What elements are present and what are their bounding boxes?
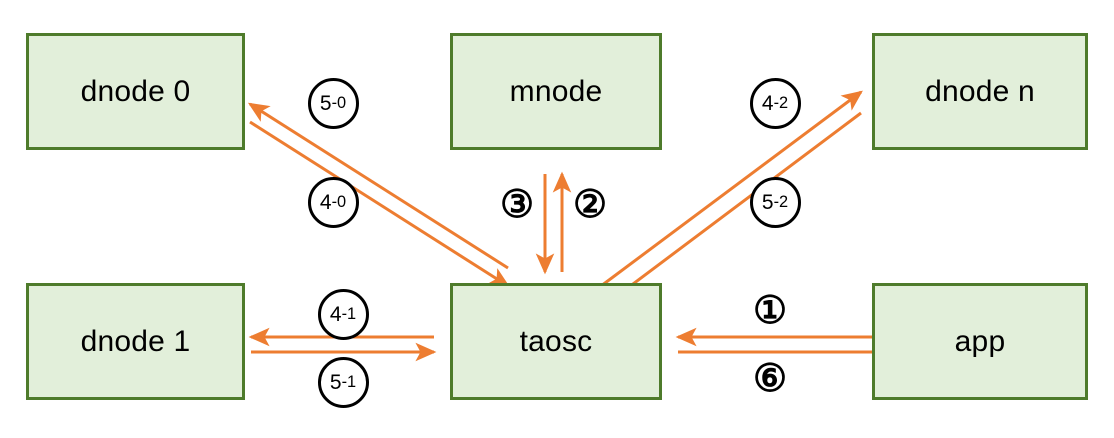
edge-label-3: ③ (493, 181, 541, 229)
edge-label-5-0: 5-0 (307, 77, 359, 129)
edge-label-main: 4 (761, 91, 774, 115)
edge-label-sub: -1 (341, 304, 357, 323)
node-label: dnode 1 (80, 324, 191, 358)
node-taosc[interactable]: taosc (450, 283, 662, 400)
edge-label-4-0: 4-0 (307, 176, 359, 228)
edge-label-4-1: 4-1 (317, 288, 369, 340)
circled-two-icon: ② (572, 184, 608, 226)
edge-label-6: ⑥ (746, 355, 794, 403)
circled-one-icon: ① (752, 290, 788, 332)
node-label: dnode 0 (80, 74, 191, 108)
node-mnode[interactable]: mnode (450, 33, 662, 150)
edge-line-4-2 (600, 90, 863, 288)
edge-label-main: 5 (319, 91, 332, 115)
node-label: taosc (519, 324, 593, 358)
edge-label-sub: -0 (331, 93, 347, 112)
edge-label-main: 5 (329, 370, 342, 394)
edge-label-2: ② (566, 181, 614, 229)
edge-label-4-2: 4-2 (749, 77, 801, 129)
edge-label-main: 4 (319, 190, 332, 214)
edge-label-main: 4 (329, 302, 342, 326)
edge-line-5-2 (599, 111, 862, 310)
edge-label-5-1: 5-1 (317, 356, 369, 408)
edge-label-5-2: 5-2 (749, 176, 801, 228)
edge-label-sub: -0 (331, 192, 347, 211)
edge-line-4-0 (249, 120, 511, 288)
node-label: mnode (509, 74, 603, 108)
node-dnode-n[interactable]: dnode n (872, 33, 1088, 150)
node-dnode1[interactable]: dnode 1 (26, 283, 245, 400)
circled-six-icon: ⑥ (752, 358, 788, 400)
edge-label-sub: -2 (773, 93, 789, 112)
edge-label-sub: -2 (773, 192, 789, 211)
edge-label-sub: -1 (341, 372, 357, 391)
edge-label-main: 5 (761, 190, 774, 214)
circled-three-icon: ③ (499, 184, 535, 226)
edge-line-5-0 (247, 102, 509, 270)
node-label: dnode n (925, 74, 1035, 108)
edge-label-1: ① (746, 287, 794, 335)
node-dnode0[interactable]: dnode 0 (26, 33, 245, 150)
node-label: app (954, 324, 1006, 358)
node-app[interactable]: app (872, 283, 1088, 400)
